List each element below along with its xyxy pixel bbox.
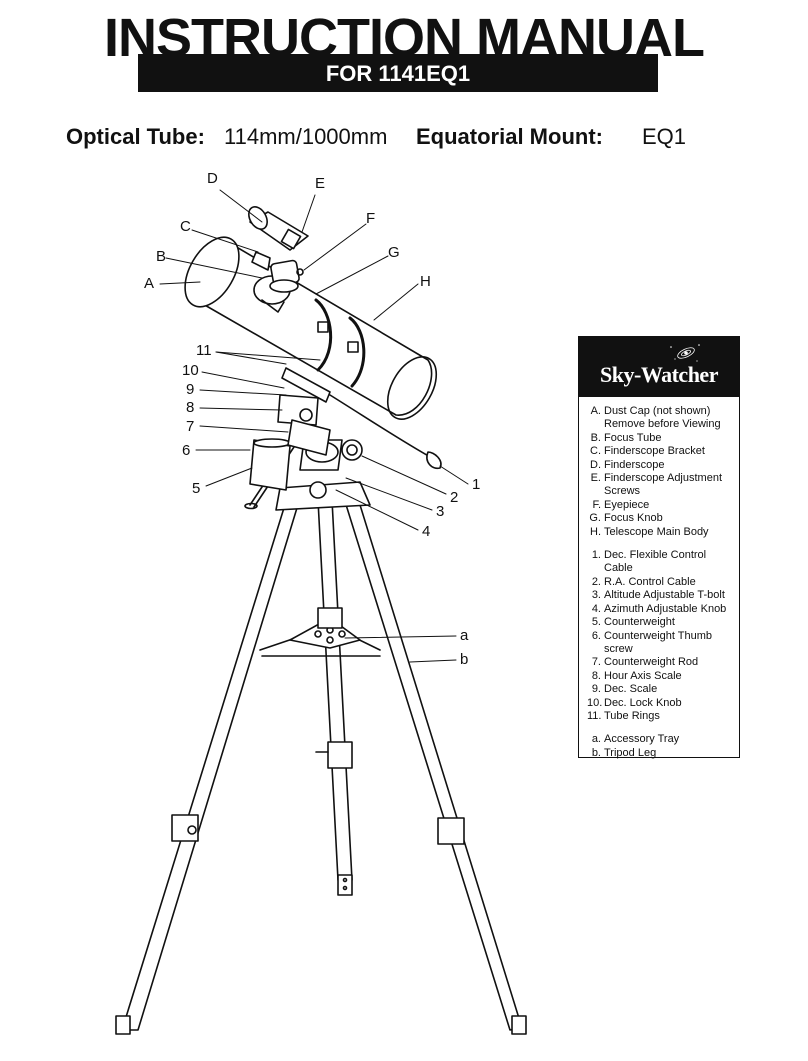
legend-spacer [587,539,737,549]
callout-8: 8 [186,399,195,416]
legend-item: B.Focus Tube [590,431,662,444]
accessory-tray [259,607,381,657]
callout-D: D [207,170,218,187]
legend-item: A.Dust Cap (not shown) Remove before Vie… [590,405,721,431]
legend-spacer [587,723,737,733]
brand-name: Sky-Watcher [600,362,718,387]
callout-10: 10 [182,362,199,379]
callout-G: G [388,244,400,261]
callout-lines [159,189,469,663]
tripod-head [275,481,371,511]
callout-3: 3 [436,503,445,520]
legend-item: 7.Counterweight Rod [591,656,699,669]
callout-6: 6 [182,442,191,459]
legend-item: H.Telescope Main Body [590,525,709,538]
callout-A: A [144,275,155,292]
callout-5: 5 [192,480,201,497]
brand-header: Sky-Watcher [579,337,739,397]
legend-list: A.Dust Cap (not shown) Remove before Vie… [587,405,737,760]
legend-item: F.Eyepiece [592,498,650,511]
legend-item: E.Finderscope Adjustment Screws [590,472,723,498]
callout-H: H [420,273,431,290]
callout-C: C [180,218,191,235]
mount-label: Equatorial Mount: [416,124,603,149]
legend-item: 2.R.A. Control Cable [591,575,696,588]
legend-item: 10.Dec. Lock Knob [587,696,682,709]
legend-item: 8.Hour Axis Scale [591,669,682,682]
finderscope [248,206,309,271]
callout-4: 4 [422,523,431,540]
legend-item: 4.Azimuth Adjustable Knob [591,602,727,615]
legend-item: 9.Dec. Scale [591,683,658,696]
legend-item: 6.Counterweight Thumb screw [591,629,713,655]
legend-item: b.Tripod Leg [591,746,657,759]
callout-9: 9 [186,381,195,398]
tripod-legs [115,491,527,1035]
callout-7: 7 [186,418,195,435]
callout-2: 2 [450,489,459,506]
callout-11: 11 [196,342,212,359]
callout-B: B [156,248,167,265]
legend-item: 1.Dec. Flexible Control Cable [591,549,707,575]
legend-item: G.Focus Knob [589,512,663,525]
legend-item: 5.Counterweight [591,616,675,629]
legend-item: a.Accessory Tray [591,733,680,746]
callout-b: b [460,651,469,668]
callout-a: a [460,627,469,644]
legend-item: C.Finderscope Bracket [590,445,705,458]
galaxy-logo-icon [670,344,700,362]
parts-legend: Sky-Watcher A.Dust Cap (not shown) Remov… [578,336,740,760]
callout-E: E [315,175,326,192]
focuser [253,259,304,313]
legend-item: 3.Altitude Adjustable T-bolt [591,589,725,602]
optical-tube-label: Optical Tube: [66,124,205,149]
callout-1: 1 [472,476,481,493]
optical-tube-value: 114mm/1000mm [224,124,388,149]
equatorial-mount [277,394,442,471]
legend-item: D.Finderscope [590,458,665,471]
legend-item: 11.Tube Rings [587,709,660,722]
mount-value: EQ1 [642,124,687,149]
callout-F: F [366,210,376,227]
model-banner: FOR 1141EQ1 [138,54,658,92]
